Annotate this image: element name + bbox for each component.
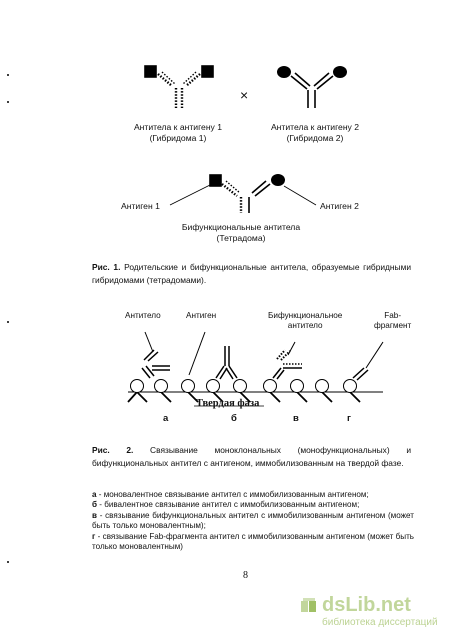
antigen2-oval (271, 174, 285, 186)
cross-symbol: × (240, 87, 249, 103)
hybridoma1-label: (Гибридома 1) (149, 132, 207, 143)
margin-speck (7, 101, 9, 103)
figure2-caption-number: Рис. 2. (92, 445, 134, 455)
antibody-bifunctional (272, 349, 302, 380)
hybridoma2-label: (Гибридома 2) (286, 132, 344, 143)
antigen1-square (144, 65, 157, 78)
label-bifunctional-line2: антитело (287, 321, 323, 330)
bifunctional-diagram (209, 174, 285, 213)
figure2-caption-text: Связывание моноклональных (монофункциона… (92, 445, 411, 468)
figure1-caption: Рис. 1. Родительские и бифункциональные … (92, 261, 411, 286)
page-number: 8 (243, 570, 248, 581)
antigen2-pointer (283, 185, 317, 206)
margin-speck (7, 74, 9, 76)
solid-phase-label: Твердая фаза (196, 398, 260, 409)
panel-label-a: а (163, 413, 169, 424)
watermark: dsLib.net библиотека диссертаций (300, 594, 448, 630)
label-fab: Fab- фрагмент (374, 311, 411, 331)
margin-speck (7, 321, 9, 323)
legend-item-b: б - бивалентное связывание антител с имм… (92, 500, 360, 510)
label-bifunctional-line1: Бифункциональное (268, 311, 343, 320)
antigen2-oval (333, 66, 347, 78)
antigen1-pointer (169, 183, 213, 206)
antibody-bivalent (215, 346, 238, 380)
antibody2-label: Антитела к антигену 2 (270, 122, 360, 132)
figure2-diagram (127, 331, 384, 407)
antibody1-label: Антитела к антигену 1 (133, 122, 223, 132)
antigen2-label: Антиген 2 (320, 201, 359, 211)
antibody-pointer (144, 331, 154, 353)
margin-speck (7, 561, 9, 563)
label-antibody: Антитело (125, 311, 161, 320)
legend-item-g: г - связывание Fab-фрагмента антител с и… (92, 531, 414, 552)
antibody2-diagram (277, 66, 347, 108)
panel-label-g: г (347, 413, 351, 424)
panel-label-v: в (293, 413, 299, 424)
antibody1-caption: Антитела к антигену 1 (Гибридома 1) (128, 122, 228, 143)
figure1-caption-number: Рис. 1. (92, 262, 121, 272)
antigen1-square (201, 65, 214, 78)
figure2-caption: Рис. 2. Связывание моноклональных (моноф… (92, 444, 411, 469)
anchors (127, 391, 361, 403)
legend-item-a: а - моновалентное связывание антител с и… (92, 490, 369, 499)
bifunctional-pointer (287, 341, 296, 356)
label-fab-line2: фрагмент (374, 321, 412, 330)
figure1-caption-text: Родительские и бифункциональные антитела… (92, 262, 412, 285)
label-bifunctional: Бифункциональное антитело (268, 311, 342, 331)
antigen1-square (209, 174, 222, 187)
bifunctional-label: Бифункциональные антитела (181, 222, 301, 232)
fab-pointer (365, 341, 384, 369)
legend-item-v: в - связывание бифункциональных антител … (92, 510, 414, 531)
watermark-book-icon (301, 598, 316, 612)
antibody2-caption: Антитела к антигену 2 (Гибридома 2) (263, 122, 367, 143)
antigen-pointer (188, 331, 206, 376)
panel-label-b: б (231, 413, 237, 424)
label-fab-line1: Fab- (384, 311, 402, 320)
bifunctional-caption: Бифункциональные антитела (Тетрадома) (176, 222, 306, 243)
tetradoma-label: (Тетрадома) (216, 232, 266, 243)
antibody-monovalent (141, 349, 170, 379)
fab-fragment (352, 367, 369, 381)
antigen1-label: Антиген 1 (121, 201, 160, 211)
figure2-legend: а - моновалентное связывание антител с и… (92, 490, 414, 552)
label-antigen: Антиген (186, 311, 217, 320)
figure1-drawings (144, 65, 347, 213)
antigen-circles (130, 379, 357, 393)
watermark-logo: dsLib.net (322, 594, 411, 616)
watermark-subtitle: библиотека диссертаций (322, 617, 438, 628)
antigen2-oval (277, 66, 291, 78)
antibody1-diagram (144, 65, 214, 108)
